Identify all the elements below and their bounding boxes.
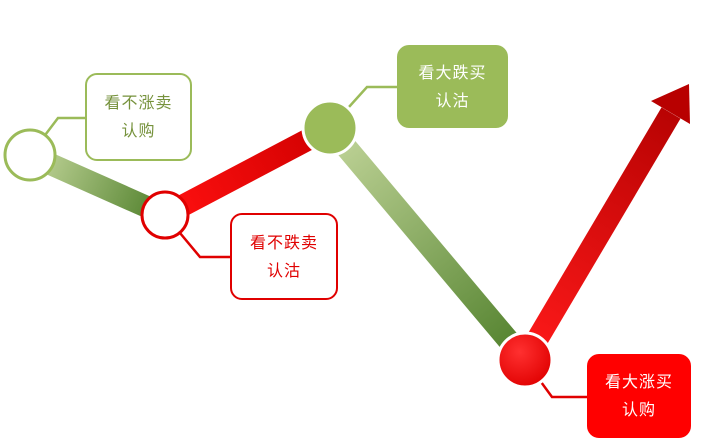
callout-text-line2: 认购 bbox=[621, 400, 656, 419]
node-start bbox=[3, 128, 57, 182]
rising-arrow bbox=[515, 84, 690, 366]
segment-rise-1 bbox=[159, 118, 336, 225]
callout-sell-put: 看不跌卖 认沽 bbox=[230, 213, 338, 300]
callout-buy-put: 看大跌买 认沽 bbox=[397, 45, 508, 128]
callout-sell-call: 看不涨卖 认购 bbox=[85, 73, 192, 161]
callout-text-line1: 看不涨卖 bbox=[104, 93, 173, 112]
callout-text-line2: 认沽 bbox=[435, 90, 470, 110]
segment-decline-2 bbox=[321, 120, 534, 368]
callout-text-line2: 认沽 bbox=[266, 260, 301, 280]
callout-text-line1: 看大跌买 bbox=[418, 62, 487, 82]
callout-text-line1: 看不跌卖 bbox=[249, 232, 318, 252]
node-low-1 bbox=[140, 190, 190, 240]
node-peak bbox=[301, 99, 359, 157]
node-low-2 bbox=[496, 331, 554, 389]
callout-buy-call: 看大涨买 认购 bbox=[587, 354, 691, 438]
callout-text-line1: 看大涨买 bbox=[604, 372, 673, 391]
callout-text-line2: 认购 bbox=[121, 121, 156, 140]
